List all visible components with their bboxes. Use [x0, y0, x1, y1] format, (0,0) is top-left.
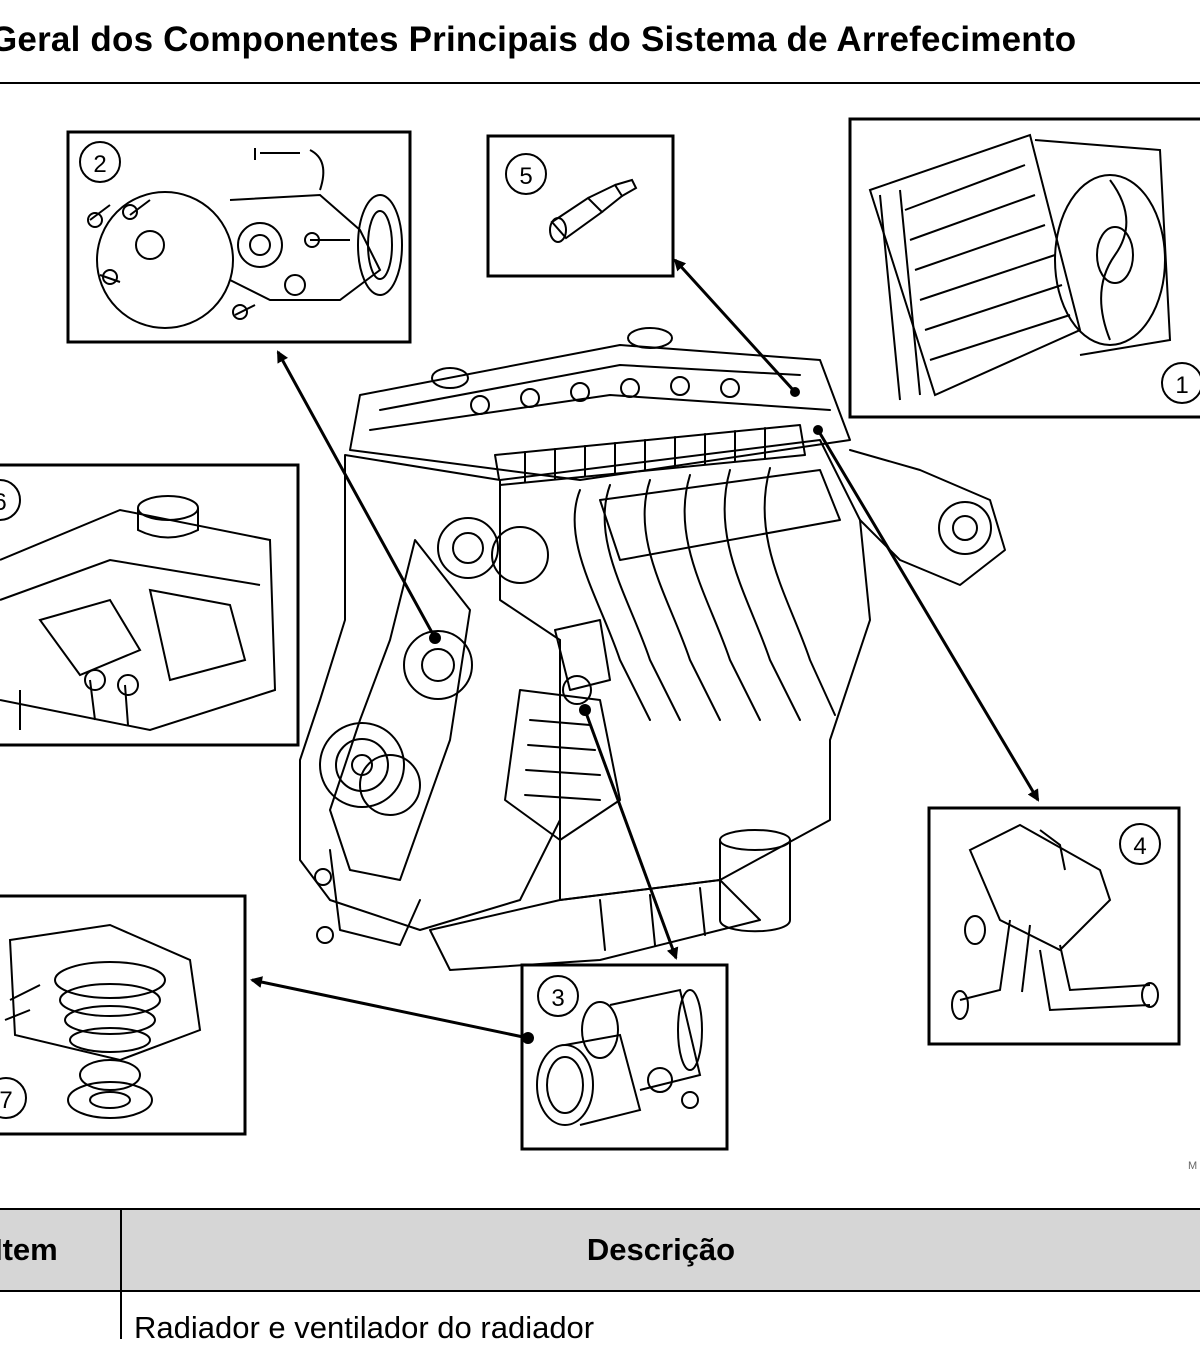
table-header-item: Item	[0, 1232, 58, 1267]
leader-dots	[429, 387, 823, 1044]
leader-arrow-2	[276, 350, 437, 639]
callout-box-5: 5	[486, 134, 675, 278]
callout-number-5: 5	[519, 163, 532, 190]
thermostat-icon	[4, 923, 202, 1119]
callout-number-6: 6	[0, 489, 7, 516]
expansion-tank-icon	[0, 495, 277, 732]
figure-reference-code: M	[1188, 1160, 1198, 1172]
table-header-description: Descrição	[586, 1232, 736, 1267]
thermostat-housing-icon	[536, 988, 703, 1126]
callout-number-4: 4	[1133, 833, 1146, 860]
engine-illustration	[299, 327, 1006, 971]
callout-box-3: 3	[520, 963, 729, 1151]
parts-table: Item Descrição Radiador e ventilador do …	[0, 1208, 1200, 1345]
table-cell-description: Radiador e ventilador do radiador	[134, 1310, 595, 1345]
leader-arrow-3	[583, 709, 679, 960]
leader-arrow-7	[250, 976, 529, 1040]
leader-lines	[250, 258, 1040, 1040]
callout-box-7: 7	[0, 894, 247, 1136]
leader-arrow-5	[673, 258, 797, 394]
leader-arrow-4	[816, 429, 1040, 802]
temperature-sensor-icon	[549, 178, 638, 243]
page-title: Geral dos Componentes Principais do Sist…	[0, 20, 1077, 59]
callout-number-7: 7	[0, 1087, 13, 1114]
column-divider	[120, 1210, 122, 1339]
coolant-outlet-icon	[951, 823, 1159, 1020]
callout-box-4: 4	[927, 806, 1181, 1046]
callout-number-3: 3	[551, 985, 564, 1012]
callout-number-1: 1	[1175, 372, 1188, 399]
water-pump-icon	[87, 148, 403, 329]
callout-number-2: 2	[93, 151, 106, 178]
callout-box-1: 1	[848, 117, 1200, 419]
title-bar: Geral dos Componentes Principais do Sist…	[0, 0, 1200, 84]
callout-box-2: 2	[66, 130, 412, 344]
callout-box-6: 6	[0, 463, 300, 747]
table-header-row: Item Descrição	[0, 1210, 1200, 1292]
cooling-system-diagram: 2 5 1	[0, 117, 1200, 1151]
radiator-fan-icon	[868, 133, 1172, 401]
